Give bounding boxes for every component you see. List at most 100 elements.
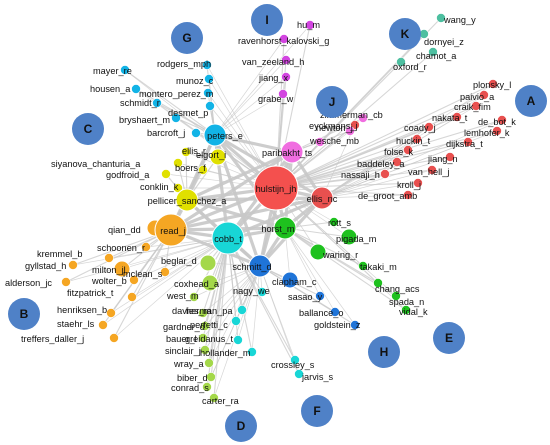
node-spada_n[interactable] bbox=[391, 291, 401, 301]
node-label-conklin_k: conklin_k bbox=[140, 182, 179, 192]
node-jiang_x[interactable] bbox=[281, 72, 291, 82]
node-nakata_t[interactable] bbox=[452, 112, 462, 122]
node-label-clapham_c: clapham_c bbox=[272, 277, 317, 287]
node-chamot_a[interactable] bbox=[428, 47, 438, 57]
node-ellis_nc[interactable] bbox=[310, 186, 334, 210]
node-nassaji_h[interactable] bbox=[380, 169, 390, 179]
node-munoz_c[interactable] bbox=[204, 74, 214, 84]
node-waring_r[interactable] bbox=[309, 243, 327, 261]
node-rodgers_mph[interactable] bbox=[202, 60, 212, 70]
node-elgort_i[interactable] bbox=[209, 148, 227, 166]
node-grabe_w[interactable] bbox=[278, 89, 288, 99]
node-plonsky_l[interactable] bbox=[488, 79, 498, 89]
node-wolter_b[interactable] bbox=[129, 275, 139, 285]
node-dijkstra_t[interactable] bbox=[463, 137, 473, 147]
node-clapham_c[interactable] bbox=[281, 271, 299, 289]
node-horst_m[interactable] bbox=[273, 216, 297, 240]
node-hulstijn_jh[interactable] bbox=[253, 165, 299, 211]
node-rott_s[interactable] bbox=[329, 217, 339, 227]
node-davies_m[interactable] bbox=[198, 308, 208, 318]
cluster-badge-d: D bbox=[225, 410, 257, 442]
node-beglar_d[interactable] bbox=[199, 254, 217, 272]
node-kremmel_b[interactable] bbox=[104, 253, 114, 263]
node-fitzpatrick_t[interactable] bbox=[127, 292, 137, 302]
node-sinclair_j[interactable] bbox=[200, 345, 210, 355]
edge-jiang_n-hulstijn_jh bbox=[275, 156, 451, 189]
node-craik_fim[interactable] bbox=[471, 101, 481, 111]
node-baddeley_a[interactable] bbox=[392, 157, 402, 167]
node-huckin_t[interactable] bbox=[412, 134, 422, 144]
node-gyllstad_h[interactable] bbox=[68, 260, 78, 270]
node-jiang_n[interactable] bbox=[445, 152, 455, 162]
node-peters_e[interactable] bbox=[203, 123, 227, 147]
node-lemhofer_k[interactable] bbox=[492, 126, 502, 136]
node-paribakht_ts[interactable] bbox=[280, 140, 304, 164]
node-conklin_k[interactable] bbox=[173, 183, 183, 193]
edge-vidal_k-hulstijn_jh bbox=[275, 187, 407, 311]
node-biber_d[interactable] bbox=[206, 372, 216, 382]
node-alderson_jc[interactable] bbox=[61, 277, 71, 287]
node-paivio_a[interactable] bbox=[479, 90, 489, 100]
node-herman_pa[interactable] bbox=[237, 305, 247, 315]
node-conrad_s[interactable] bbox=[202, 382, 212, 392]
node-barcroft_j[interactable] bbox=[191, 128, 201, 138]
node-pigada_m[interactable] bbox=[340, 228, 358, 246]
node-wang_y[interactable] bbox=[436, 13, 446, 23]
node-vidal_k[interactable] bbox=[401, 305, 411, 315]
node-folse_k[interactable] bbox=[403, 145, 413, 155]
node-treffers_daller_j[interactable] bbox=[109, 333, 119, 343]
node-wesche_mb[interactable] bbox=[315, 137, 325, 147]
node-wray_a[interactable] bbox=[204, 358, 214, 368]
node-pellicer_sanchez_a[interactable] bbox=[175, 188, 199, 212]
node-hollander_m[interactable] bbox=[247, 347, 257, 357]
node-perfetti_c[interactable] bbox=[231, 316, 241, 326]
node-ellis_r[interactable] bbox=[181, 147, 191, 157]
node-mclean_s[interactable] bbox=[160, 267, 170, 277]
edge-fitzpatrick_t-cobb_t bbox=[131, 237, 229, 298]
edge-plonsky_l-hulstijn_jh bbox=[275, 83, 494, 189]
node-takaki_m[interactable] bbox=[358, 261, 368, 271]
node-chang_acs[interactable] bbox=[373, 278, 383, 288]
node-housen_a[interactable] bbox=[131, 84, 141, 94]
node-coxhead_a[interactable] bbox=[201, 274, 219, 292]
node-schmitt_d[interactable] bbox=[248, 254, 272, 278]
node-schmidt_r[interactable] bbox=[152, 98, 162, 108]
node-godfroid_a[interactable] bbox=[161, 169, 171, 179]
node-staehr_ls[interactable] bbox=[98, 320, 108, 330]
node-de_groot_amb[interactable] bbox=[403, 190, 413, 200]
node-ravenhorst_kalovski_g[interactable] bbox=[279, 34, 289, 44]
node-gardner_d[interactable] bbox=[200, 321, 210, 331]
node-greidanus_t[interactable] bbox=[233, 335, 243, 345]
node-van_hell_j[interactable] bbox=[427, 165, 437, 175]
node-milton_jl[interactable] bbox=[113, 260, 131, 278]
node-henriksen_b[interactable] bbox=[106, 308, 116, 318]
node-ballance_o[interactable] bbox=[330, 307, 340, 317]
node-goldstein_z[interactable] bbox=[350, 320, 360, 330]
node-bauer_l[interactable] bbox=[198, 333, 208, 343]
node-siyanova_chanturia_a[interactable] bbox=[173, 158, 183, 168]
node-bryshaert_m[interactable] bbox=[171, 113, 181, 123]
node-newton_j[interactable] bbox=[345, 126, 355, 136]
node-mayer_re[interactable] bbox=[120, 65, 130, 75]
node-cobb_t[interactable] bbox=[211, 221, 245, 255]
node-kroll_j[interactable] bbox=[413, 178, 423, 188]
node-hu_m[interactable] bbox=[305, 20, 315, 30]
node-de_bot_k[interactable] bbox=[497, 115, 507, 125]
node-boers_f[interactable] bbox=[198, 165, 208, 175]
node-coady_j[interactable] bbox=[424, 122, 434, 132]
node-van_zeeland_h[interactable] bbox=[281, 55, 291, 65]
edge-van_zeeland_h-peters_e bbox=[214, 59, 287, 136]
node-sasao_y[interactable] bbox=[315, 291, 325, 301]
node-montero_perez_m[interactable] bbox=[203, 88, 213, 98]
edge-lemhofer_k-hulstijn_jh bbox=[275, 130, 498, 189]
node-oxford_r[interactable] bbox=[396, 57, 406, 67]
node-zimmerman_cb[interactable] bbox=[358, 113, 368, 123]
node-crossley_s[interactable] bbox=[290, 355, 300, 365]
node-west_m[interactable] bbox=[189, 292, 199, 302]
node-schoonen_r[interactable] bbox=[141, 242, 151, 252]
node-carter_ra[interactable] bbox=[209, 393, 219, 403]
node-jarvis_s[interactable] bbox=[294, 369, 304, 379]
node-desmet_p[interactable] bbox=[205, 101, 215, 111]
node-nagy_we[interactable] bbox=[257, 287, 267, 297]
node-read_j[interactable] bbox=[154, 213, 188, 247]
